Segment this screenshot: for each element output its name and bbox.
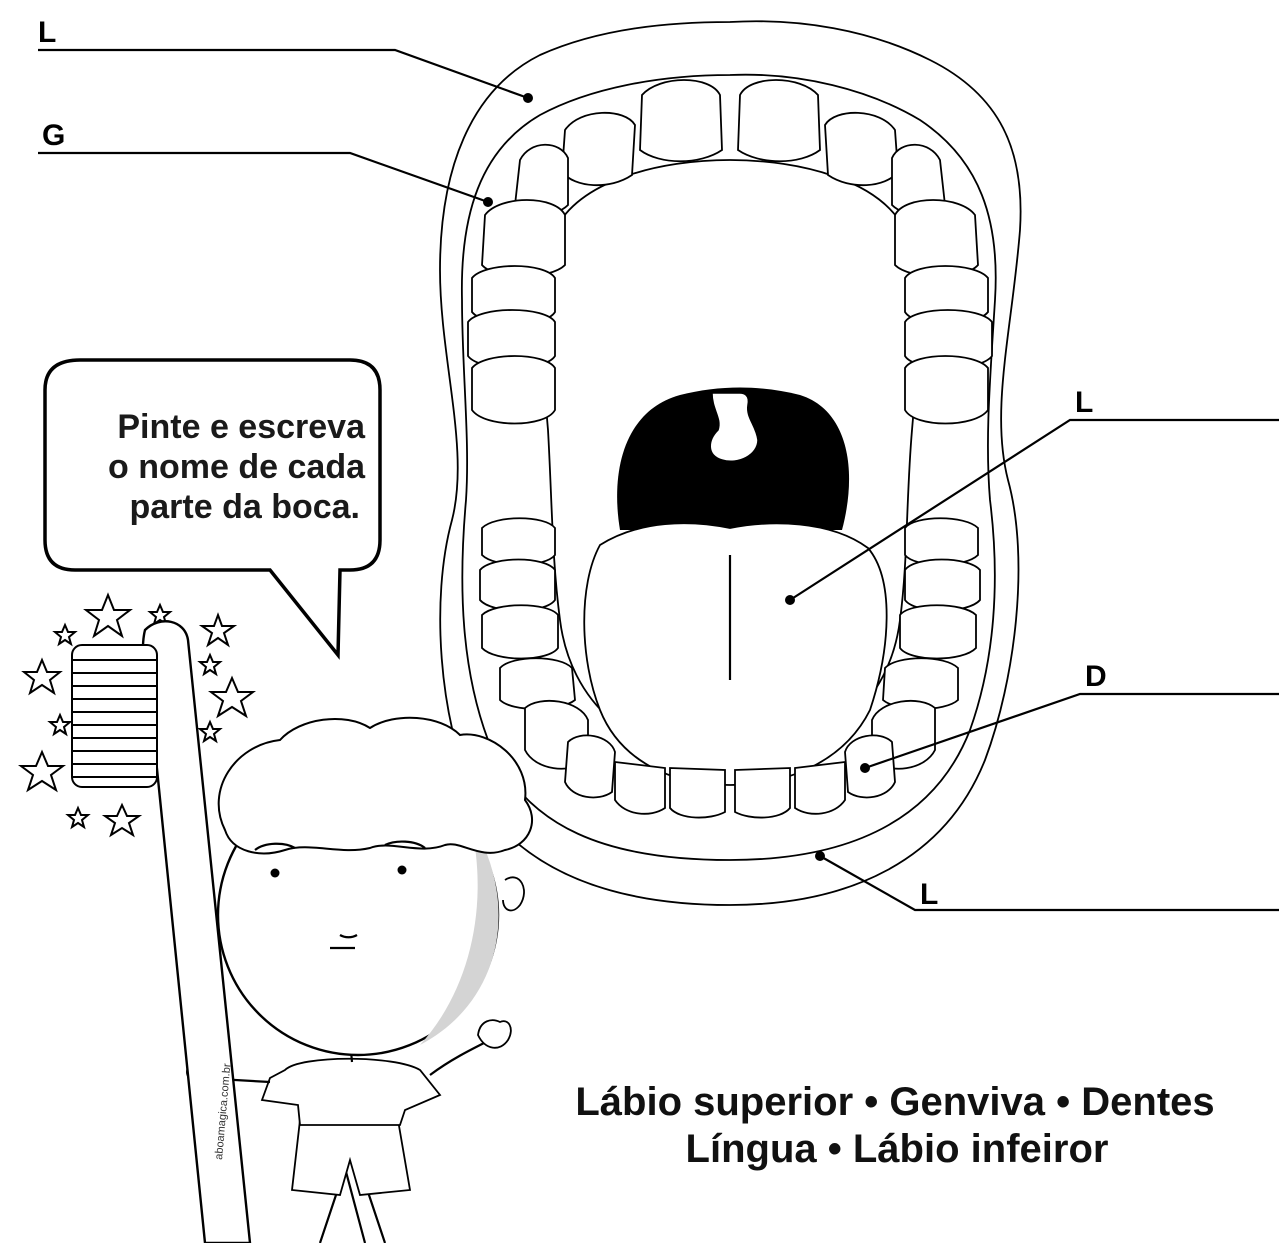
tooth (905, 356, 988, 424)
star-icon (24, 660, 60, 693)
tooth (615, 762, 665, 814)
star-icon (211, 678, 253, 716)
boy-hand (478, 1020, 511, 1048)
bubble-line-1: Pinte e escreva (117, 408, 366, 446)
dot-tongue (785, 595, 795, 605)
tooth (670, 768, 725, 818)
star-icon (86, 595, 130, 636)
boy-right-eye (398, 866, 407, 875)
tooth (565, 735, 615, 797)
toothbrush-bristles (72, 645, 157, 787)
star-icon (50, 715, 70, 734)
leader-upper-lip (38, 50, 528, 98)
tooth (905, 518, 978, 565)
word-bank-line-2: Língua • Lábio infeiror (686, 1127, 1109, 1171)
star-icon (202, 615, 234, 645)
dot-gum (483, 197, 493, 207)
boy-shorts (292, 1120, 410, 1195)
boy-left-eye (271, 869, 280, 878)
boy-right-arm (430, 1040, 490, 1075)
tooth (562, 113, 635, 185)
label-tongue: L (1075, 386, 1093, 419)
star-icon (105, 805, 139, 835)
star-icon (200, 722, 220, 741)
dot-lower-lip (815, 851, 825, 861)
tooth (825, 113, 898, 185)
star-icon (200, 655, 220, 674)
tooth (482, 200, 565, 276)
tooth (640, 80, 722, 161)
star-icon (55, 625, 75, 644)
bristle-block (72, 645, 157, 787)
star-icon (21, 752, 63, 790)
tongue (584, 523, 886, 785)
bubble-line-3: parte da boca. (129, 488, 360, 526)
tooth (482, 605, 558, 658)
label-teeth: D (1085, 660, 1107, 693)
label-lower-lip: L (920, 878, 938, 911)
dot-teeth (860, 763, 870, 773)
tooth (472, 356, 555, 424)
boy-ear (503, 877, 524, 910)
star-icon (68, 808, 88, 827)
dot-upper-lip (523, 93, 533, 103)
tooth (480, 560, 555, 611)
tooth (795, 762, 845, 814)
tooth (895, 200, 978, 276)
mouth (440, 21, 1021, 905)
tooth (905, 560, 980, 611)
tooth (738, 80, 820, 161)
tooth (482, 518, 555, 565)
boy-shirt (262, 1059, 440, 1125)
bubble-line-2: o nome de cada (108, 448, 366, 486)
boy-hair (219, 718, 532, 854)
tooth (735, 768, 790, 818)
word-bank: Lábio superior • Genviva • Dentes Língua… (575, 1080, 1214, 1171)
leader-gum (38, 153, 488, 202)
word-bank-line-1: Lábio superior • Genviva • Dentes (575, 1080, 1214, 1124)
label-upper-lip: L (38, 16, 56, 49)
tooth (900, 605, 976, 658)
label-gum: G (42, 119, 65, 152)
